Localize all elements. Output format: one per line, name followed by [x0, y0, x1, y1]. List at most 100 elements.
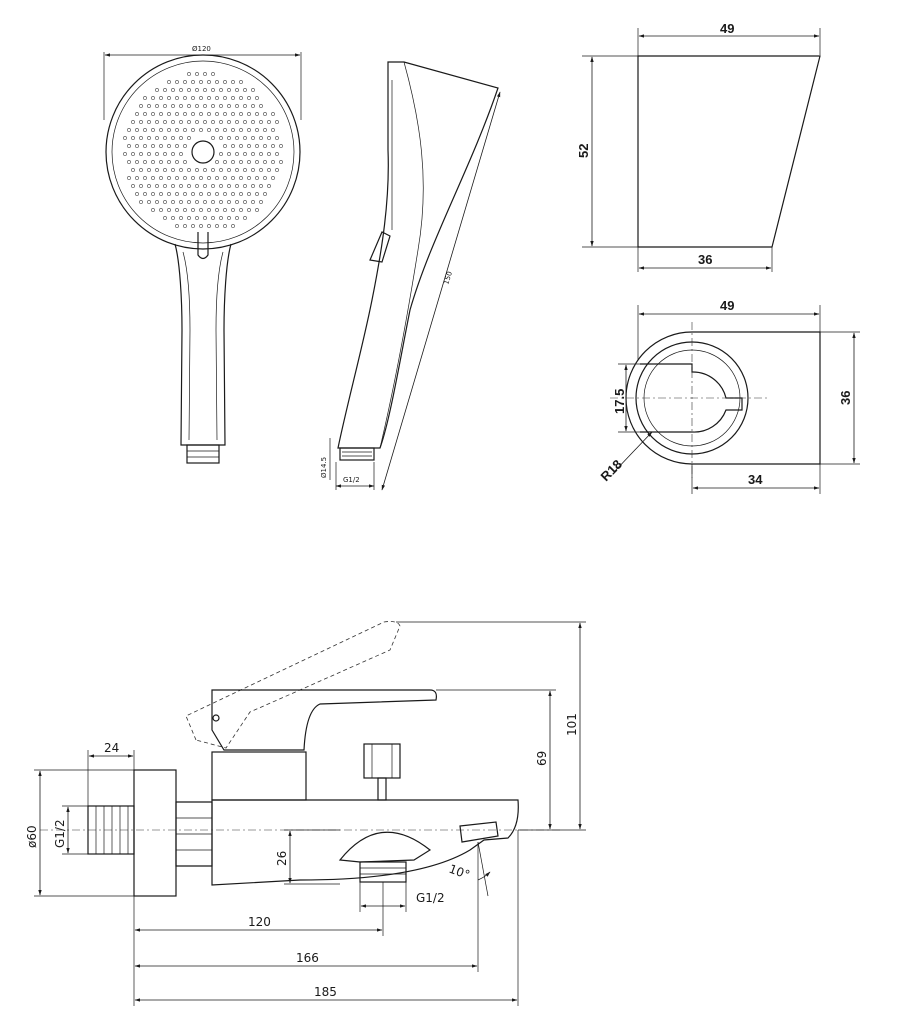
nozzle-dot — [171, 184, 175, 188]
nozzle-dot — [271, 112, 275, 116]
nozzle-dot — [151, 192, 155, 196]
nozzle-dot — [239, 192, 243, 196]
nozzle-dot — [191, 176, 195, 180]
nozzle-dot — [251, 200, 255, 204]
nozzle-dot — [223, 176, 227, 180]
nozzle-dot — [203, 72, 207, 76]
nozzle-dot — [211, 184, 215, 188]
nozzle-dot — [167, 160, 171, 164]
nozzle-dot — [231, 176, 235, 180]
nozzle-dot — [203, 200, 207, 204]
nozzle-dot — [207, 96, 211, 100]
nozzle-dot — [155, 88, 159, 92]
nozzle-dot — [227, 120, 231, 124]
nozzle-dot — [255, 208, 259, 212]
nozzle-dot — [239, 112, 243, 116]
nozzle-dot — [187, 168, 191, 172]
nozzle-dot — [199, 96, 203, 100]
nozzle-dot — [211, 216, 215, 220]
nozzle-dot — [159, 112, 163, 116]
total-height-dim: 101 — [565, 713, 579, 736]
nozzle-dot — [183, 112, 187, 116]
nozzle-dot — [151, 112, 155, 116]
dim-185: 185 — [314, 985, 337, 999]
nozzle-dot — [191, 112, 195, 116]
nozzle-dot — [211, 200, 215, 204]
nozzle-dot — [191, 128, 195, 132]
nozzle-dot — [123, 152, 127, 156]
nozzle-dot — [139, 136, 143, 140]
nozzle-dot — [243, 136, 247, 140]
nozzle-dot — [175, 144, 179, 148]
nozzle-dot — [179, 88, 183, 92]
nozzle-dot — [231, 128, 235, 132]
nozzle-dot — [187, 120, 191, 124]
nozzle-dot — [231, 80, 235, 84]
nozzle-dot — [143, 112, 147, 116]
nozzle-dot — [207, 80, 211, 84]
nozzle-dot — [127, 160, 131, 164]
nozzle-dot — [143, 128, 147, 132]
nozzle-dot — [163, 104, 167, 108]
nozzle-dot — [227, 216, 231, 220]
nozzle-dot — [275, 168, 279, 172]
nozzle-dot — [167, 112, 171, 116]
nozzle-dot — [231, 224, 235, 228]
nozzle-dot — [223, 160, 227, 164]
side-thread-label: G1/2 — [343, 476, 360, 484]
nozzle-dot — [267, 136, 271, 140]
head-length-label: 150 — [442, 270, 454, 285]
nozzle-dot — [175, 160, 179, 164]
nozzle-dot — [131, 120, 135, 124]
nozzle-dot — [203, 184, 207, 188]
nozzle-dot — [239, 160, 243, 164]
nozzle-dot — [151, 128, 155, 132]
nozzle-dot — [235, 200, 239, 204]
nozzle-dot — [171, 104, 175, 108]
cartridge-body — [211, 751, 307, 801]
nozzle-dot — [191, 80, 195, 84]
nozzle-dot — [171, 152, 175, 156]
nozzle-dot — [231, 160, 235, 164]
nozzle-dot — [123, 136, 127, 140]
nozzle-dot — [251, 136, 255, 140]
nozzle-dot — [207, 112, 211, 116]
nozzle-dot — [223, 224, 227, 228]
nozzle-dot — [147, 120, 151, 124]
holder-top-view-width: 49 — [720, 298, 734, 313]
nozzle-dot — [219, 200, 223, 204]
nozzle-dot — [259, 136, 263, 140]
spout-outlet — [338, 831, 432, 863]
outlet-thread — [359, 861, 407, 883]
holder-side-view: 49 52 36 — [576, 21, 821, 272]
dim-166: 166 — [296, 951, 319, 965]
head-center-nozzle — [191, 140, 215, 164]
nozzle-dot — [195, 120, 199, 124]
faucet-side-view: 24 ø60 G1/2 26 G1/2 10° 69 — [25, 621, 586, 1006]
nozzle-dot — [271, 128, 275, 132]
nozzle-dot — [163, 216, 167, 220]
nozzle-dot — [255, 176, 259, 180]
nozzle-dot — [151, 96, 155, 100]
nozzle-dot — [255, 192, 259, 196]
nozzle-dot — [271, 176, 275, 180]
nozzle-dot — [199, 112, 203, 116]
nozzle-dot — [139, 104, 143, 108]
nozzle-dot — [171, 200, 175, 204]
nozzle-dot — [163, 200, 167, 204]
nozzle-dot — [263, 176, 267, 180]
nozzle-dot — [175, 128, 179, 132]
holder-side-outline — [637, 55, 821, 248]
nozzle-dot — [219, 216, 223, 220]
nozzle-dot — [183, 80, 187, 84]
nozzle-dot — [255, 112, 259, 116]
nozzle-dot — [227, 168, 231, 172]
nozzle-dot — [159, 96, 163, 100]
nozzle-dot — [159, 160, 163, 164]
nozzle-dot — [231, 96, 235, 100]
nozzle-dot — [259, 184, 263, 188]
nozzle-dot — [219, 136, 223, 140]
nozzle-dot — [175, 96, 179, 100]
nozzle-dot — [147, 184, 151, 188]
nozzle-dot — [195, 104, 199, 108]
